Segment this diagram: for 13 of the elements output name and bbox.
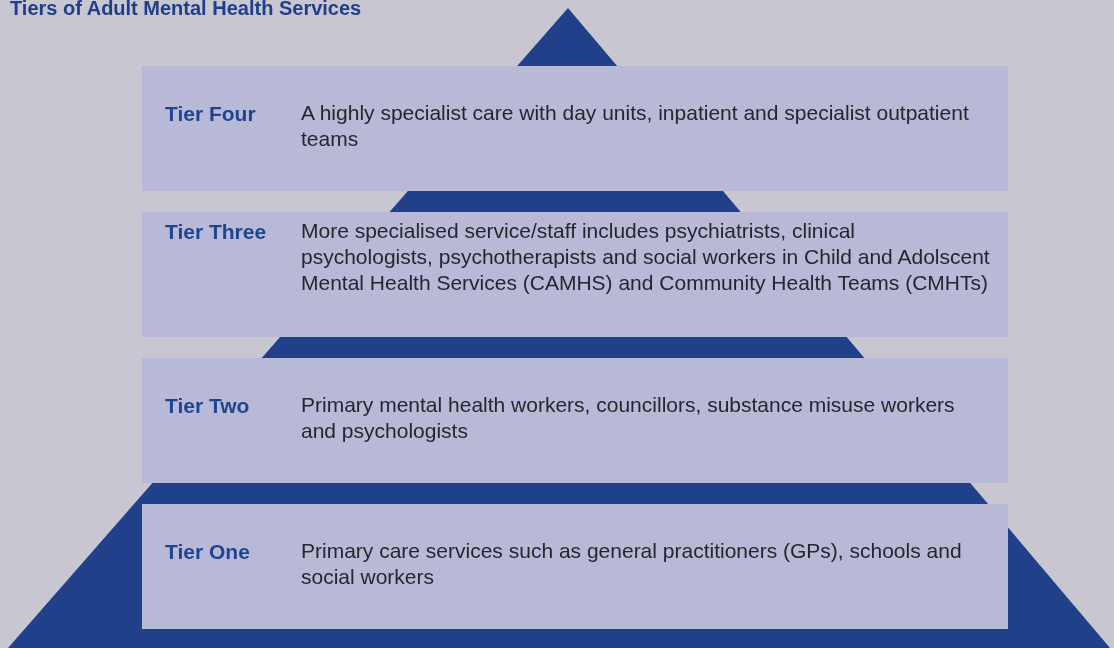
tier-heading: Tier Four xyxy=(165,102,256,126)
diagram-title: Tiers of Adult Mental Health Services xyxy=(10,0,362,20)
tier-band xyxy=(142,66,1008,191)
tier-band xyxy=(142,504,1008,629)
tier-description: More specialised service/staff includes psychiatrists, clinical psychologists, psychotherapists and social workers in Child and Adolscent Mental Health Services (CAMHS) and Community Health Teams (CMHTs) xyxy=(301,218,991,296)
tier-band xyxy=(142,358,1008,483)
tier-description: Primary care services such as general practitioners (GPs), schools and social workers xyxy=(301,538,963,590)
tier-heading: Tier Two xyxy=(165,394,250,418)
tier-description: Primary mental health workers, councillors, substance misuse workers and psychologists xyxy=(301,392,956,444)
tier-band xyxy=(142,212,1008,337)
tier-description: A highly specialist care with day units, inpatient and specialist outpatient teams xyxy=(301,100,970,152)
tier-heading: Tier One xyxy=(165,540,250,564)
tier-heading: Tier Three xyxy=(165,220,267,244)
